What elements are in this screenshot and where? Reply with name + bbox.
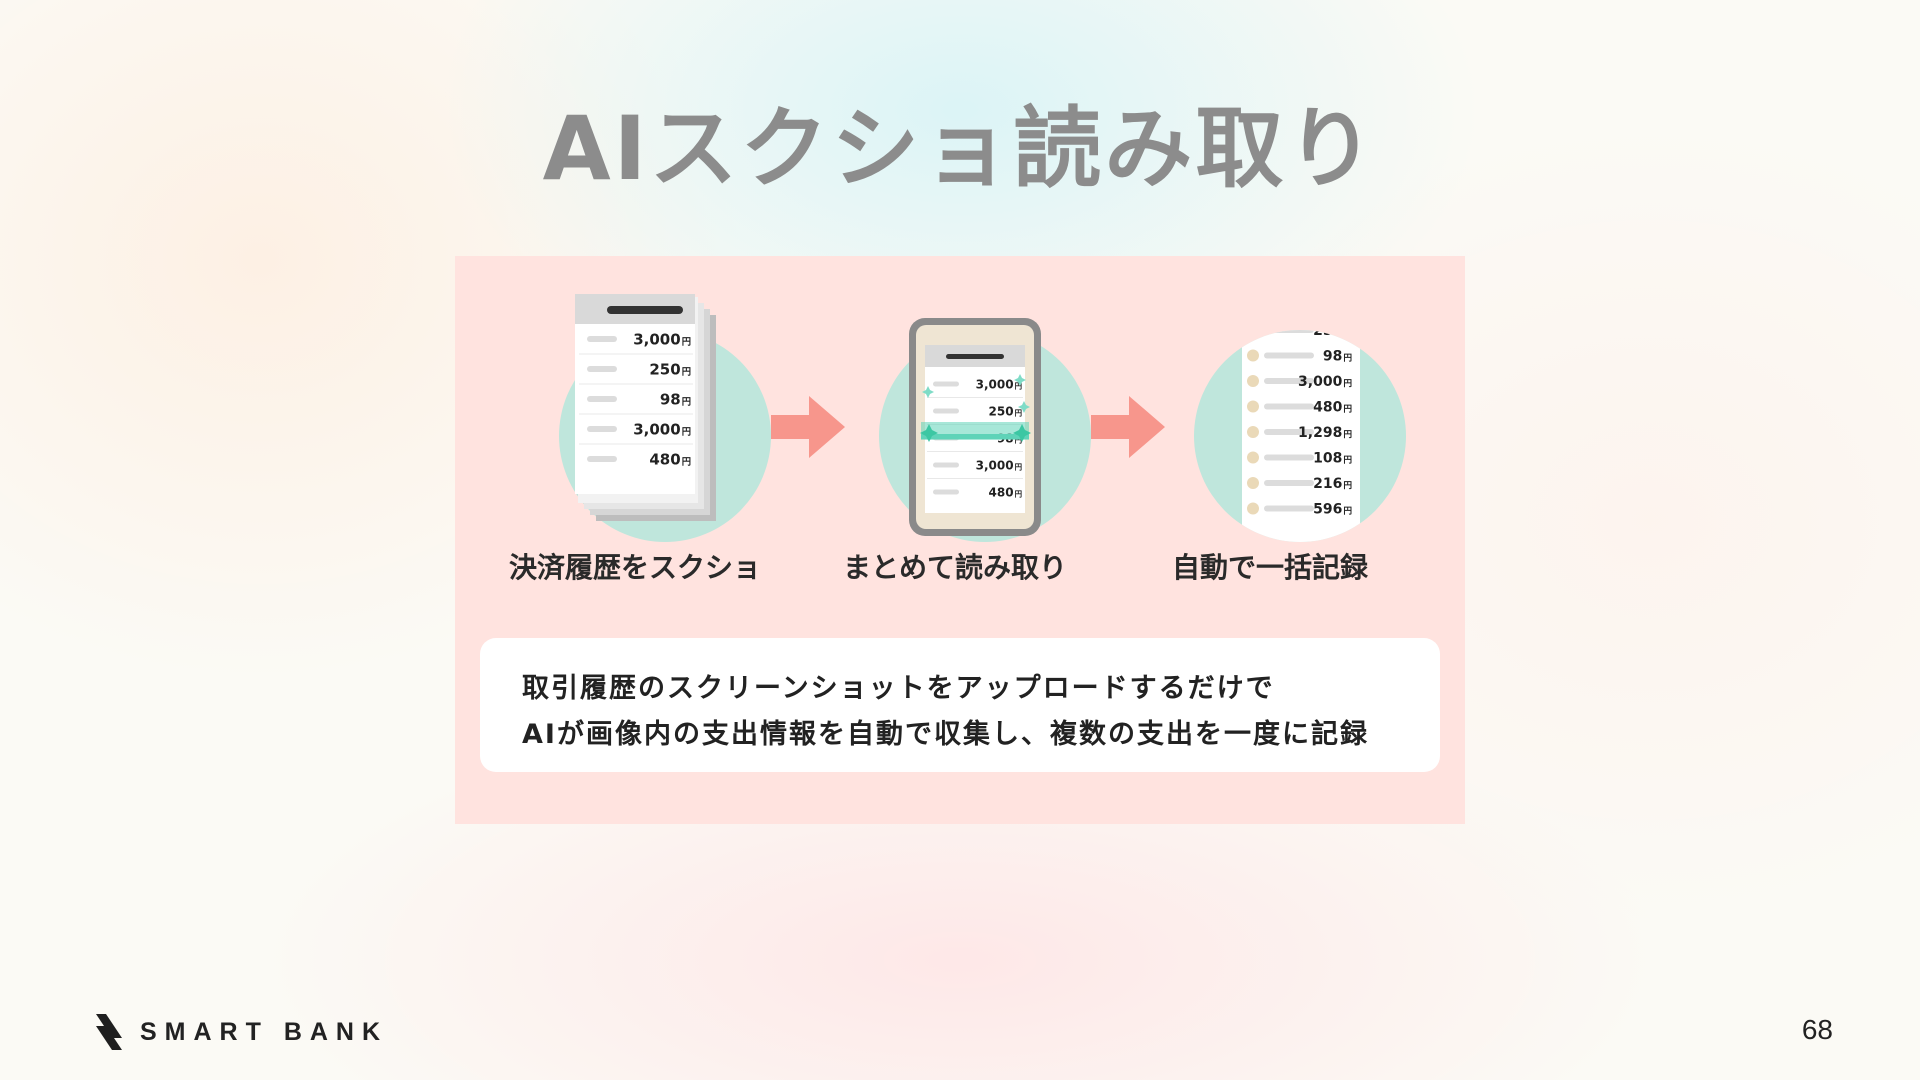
amount-value: 3,000円 — [633, 420, 691, 438]
amount-value: 3,000円 — [976, 377, 1022, 391]
amount-row: 480円 — [587, 450, 691, 468]
placeholder-bar — [1264, 352, 1314, 359]
placeholder-bar — [1264, 480, 1314, 486]
category-dot — [1247, 375, 1259, 387]
amount-row: 3,000円 — [579, 420, 693, 445]
placeholder-bar — [1264, 330, 1314, 333]
amount-value: 3,000円 — [976, 458, 1022, 472]
brand-name: SMART BANK — [140, 1017, 389, 1046]
placeholder-bar — [933, 489, 959, 495]
category-dot — [1247, 502, 1259, 515]
arrow-right-icon — [1091, 396, 1165, 458]
category-dot — [1247, 426, 1259, 438]
placeholder-bar — [933, 408, 959, 414]
placeholder-bar — [933, 381, 959, 387]
feature-panel: 3,000円 250円 98円 3,000円 480円 決済履歴をスクショ 3,000円… — [455, 256, 1465, 824]
amount-value: 480円 — [989, 485, 1023, 499]
step-label: 自動で一括記録 — [1171, 551, 1368, 584]
placeholder-bar — [587, 426, 617, 432]
placeholder-bar — [1264, 505, 1314, 512]
category-dot — [1247, 349, 1259, 362]
placeholder-bar — [1264, 378, 1314, 384]
amount-value: 3,000円 — [1298, 374, 1352, 390]
amount-value: 250円 — [989, 404, 1023, 418]
amount-value: 250円 — [1313, 323, 1352, 339]
amount-row: 3,000円 — [927, 458, 1023, 479]
amount-value: 480円 — [649, 450, 691, 468]
arrow-right-icon — [771, 396, 845, 458]
placeholder-bar — [1264, 403, 1314, 410]
placeholder-bar — [587, 366, 617, 372]
page-title: AIスクショ読み取り — [542, 97, 1378, 200]
category-dot — [1247, 400, 1259, 413]
placeholder-bar — [1264, 429, 1314, 435]
amount-row: 1,298円 — [1247, 425, 1352, 441]
category-dot — [1247, 477, 1259, 489]
amount-value: 3,000円 — [633, 330, 691, 348]
placeholder-bar — [587, 456, 617, 462]
placeholder-bar — [1264, 454, 1314, 461]
amount-row: 3,000円 — [579, 330, 693, 355]
smartbank-logo: SMART BANK — [92, 1012, 388, 1052]
amount-row: 98円 — [1247, 349, 1352, 365]
category-dot — [1247, 451, 1259, 464]
placeholder-bar — [587, 396, 617, 402]
step-label: まとめて読み取り — [842, 551, 1067, 584]
amount-value: 1,298円 — [1298, 425, 1352, 441]
category-dot — [1247, 330, 1259, 336]
description-card: 取引履歴のスクリーンショットをアップロードするだけで AIが画像内の支出情報を自… — [480, 638, 1440, 772]
placeholder-bar — [933, 462, 959, 468]
description-line: AIが画像内の支出情報を自動で収集し、複数の支出を一度に記録 — [522, 719, 1369, 750]
smartbank-logo-icon — [96, 1014, 122, 1050]
placeholder-bar — [587, 336, 617, 342]
description-line: 取引履歴のスクリーンショットをアップロードするだけで — [522, 673, 1275, 704]
amount-row: 250円 — [579, 360, 693, 385]
amount-value: 250円 — [649, 360, 691, 378]
page-number: 68 — [1801, 1014, 1833, 1045]
step-label: 決済履歴をスクショ — [508, 551, 761, 584]
amount-row: 480円 — [933, 485, 1022, 499]
amount-row: 3,000円 — [1247, 374, 1352, 390]
amount-row: 3,000円 — [927, 377, 1023, 398]
